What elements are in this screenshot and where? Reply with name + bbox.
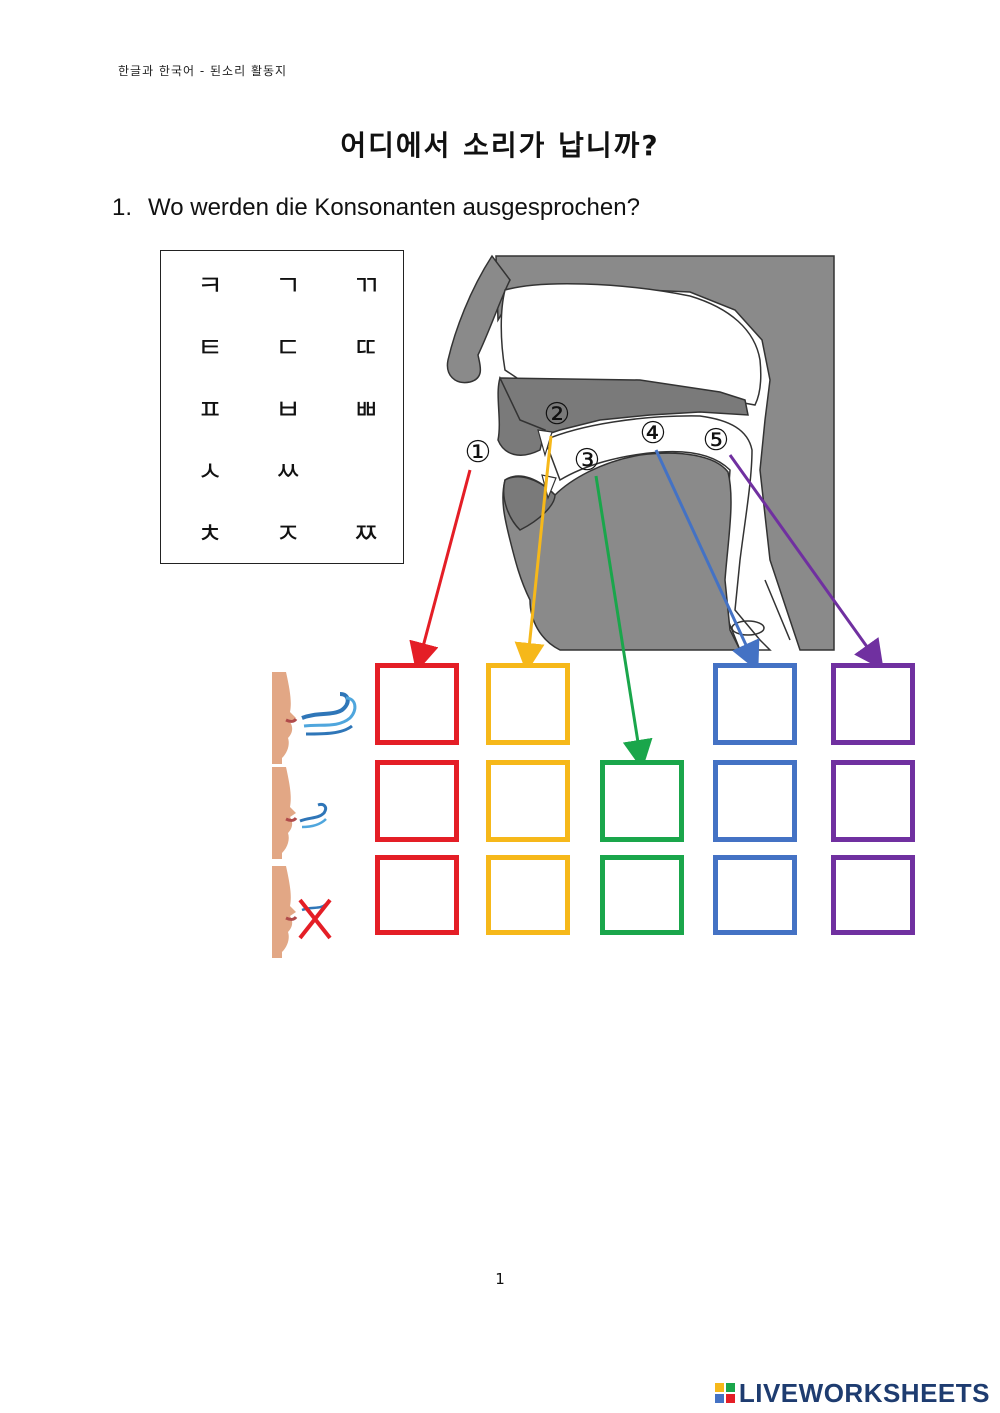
label-2: ② <box>544 397 571 432</box>
face-strong-breath-icon <box>272 672 357 764</box>
consonant-cell: ㄸ <box>353 331 379 364</box>
answer-box-red-row2[interactable] <box>375 760 459 842</box>
upper-teeth <box>537 429 553 458</box>
answer-box-yellow-row3[interactable] <box>486 855 570 935</box>
answer-box-green-row3[interactable] <box>600 855 684 935</box>
consonant-cell <box>327 451 405 513</box>
tongue-shape <box>502 452 742 651</box>
answer-box-red-row3[interactable] <box>375 855 459 935</box>
consonant-cell: ㄷ <box>275 331 301 364</box>
label-3: ③ <box>574 443 601 478</box>
label-4: ④ <box>640 416 667 451</box>
lower-lip-shape <box>503 476 556 531</box>
answer-box-blue-row3[interactable] <box>713 855 797 935</box>
consonant-cell: ㅈ <box>275 517 301 550</box>
consonant-cell: ㅆ <box>275 455 301 488</box>
consonant-cell: ㅍ <box>197 393 223 426</box>
consonant-cell: ㅋ <box>197 269 223 302</box>
answer-box-yellow-row1[interactable] <box>486 663 570 745</box>
nasal-cavity <box>500 283 762 406</box>
answer-box-yellow-row2[interactable] <box>486 760 570 842</box>
liveworksheets-logo: LIVEWORKSHEETS <box>714 1376 990 1410</box>
glottis-shape <box>731 620 765 636</box>
consonant-cell: ㅃ <box>353 393 379 426</box>
logo-mark-icon <box>714 1383 735 1403</box>
upper-jaw-shape <box>499 377 749 451</box>
consonant-cell: ㄱ <box>275 269 301 302</box>
question: 1. Wo werden die Konsonanten ausgesproche… <box>112 194 640 222</box>
consonant-cell: ㅅ <box>197 455 223 488</box>
consonant-cell: ㅉ <box>353 517 379 550</box>
question-number: 1. <box>112 194 133 221</box>
face-no-breath-icon <box>272 866 332 958</box>
page-title: 어디에서 소리가 납니까? <box>340 129 660 162</box>
consonant-cell: ㅂ <box>275 393 301 426</box>
nose-shape <box>446 254 511 384</box>
question-text: Wo werden die Konsonanten ausgesprochen? <box>148 194 640 221</box>
larynx-line <box>764 579 791 641</box>
logo-text: LIVEWORKSHEETS <box>738 1377 990 1408</box>
answer-box-blue-row2[interactable] <box>713 760 797 842</box>
arrow-yellow <box>514 435 553 673</box>
consonant-cell: ㅊ <box>197 517 223 550</box>
arrow-red <box>409 469 472 673</box>
answer-box-green-row2[interactable] <box>600 760 684 842</box>
arrow-purple <box>728 454 884 671</box>
answer-box-purple-row1[interactable] <box>831 663 915 745</box>
oral-cavity <box>544 415 772 651</box>
label-5: ⑤ <box>703 423 730 458</box>
page-header: 한글과 한국어 - 된소리 활동지 <box>118 64 288 78</box>
consonant-cell: ㄲ <box>353 269 379 302</box>
arrow-blue <box>654 449 760 672</box>
consonant-cell: ㅌ <box>197 331 223 364</box>
answer-box-blue-row1[interactable] <box>713 663 797 745</box>
answer-box-red-row1[interactable] <box>375 663 459 745</box>
upper-lip-shape <box>497 375 546 456</box>
head-cavity-shape <box>495 255 835 651</box>
page-number: 1 <box>495 1270 505 1288</box>
face-light-breath-icon <box>272 767 328 859</box>
lower-teeth <box>541 474 557 500</box>
arrow-green <box>594 475 653 770</box>
answer-box-purple-row2[interactable] <box>831 760 915 842</box>
label-1: ① <box>465 435 492 470</box>
answer-box-purple-row3[interactable] <box>831 855 915 935</box>
